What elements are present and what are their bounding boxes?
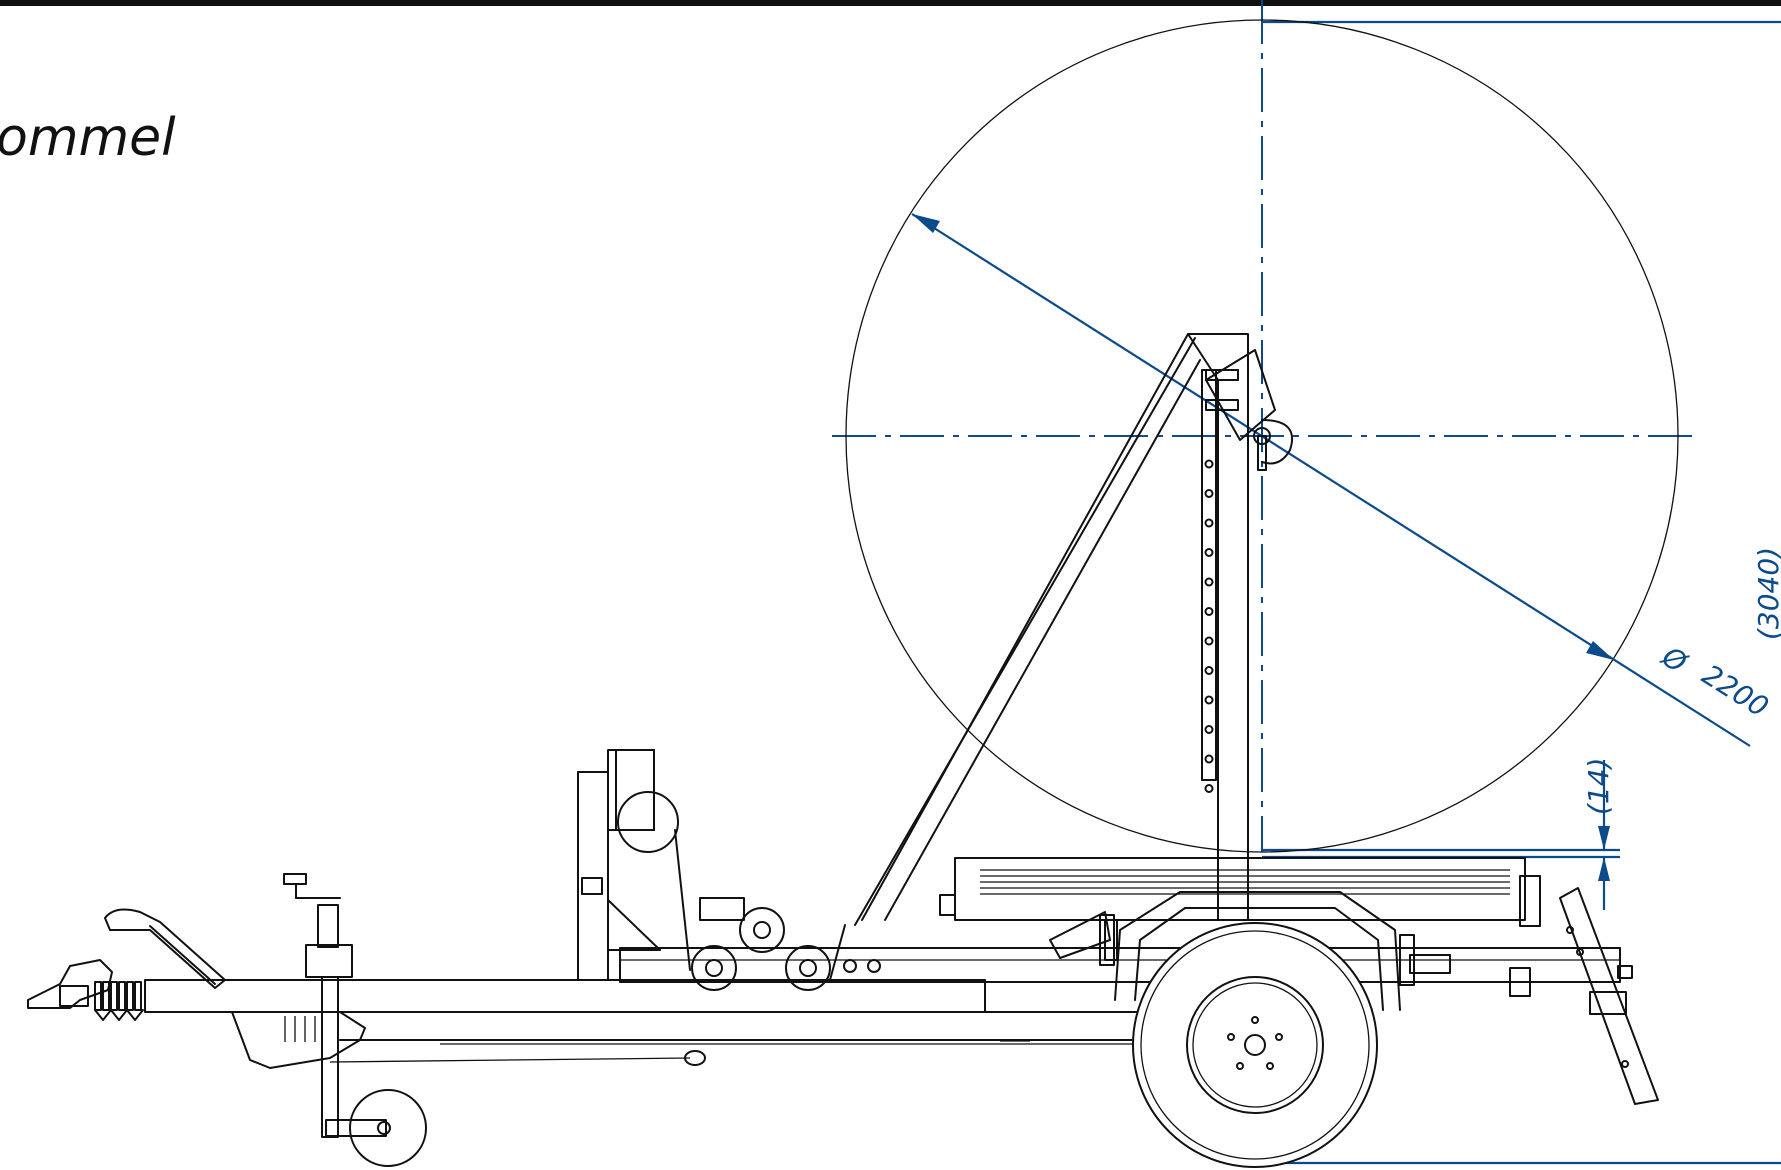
height-dimension: (3040)	[1752, 547, 1781, 640]
mast-peg-holes	[1204, 459, 1214, 793]
jockey-wheel	[283, 873, 427, 1167]
peg-hole	[1204, 784, 1214, 793]
peg-hole	[1204, 607, 1214, 616]
peg-hole	[1204, 695, 1214, 705]
winch-frame	[577, 749, 691, 981]
peg-hole	[1204, 754, 1214, 764]
brake-assembly	[231, 1011, 366, 1069]
peg-hole	[1204, 518, 1214, 528]
diameter-symbol: Ø	[1655, 639, 1693, 680]
mast	[1187, 333, 1293, 921]
diameter-dimension: Ø 2200	[911, 213, 1774, 747]
drawing-title: ommel	[0, 108, 176, 168]
drum-circle	[845, 19, 1679, 853]
peg-hole	[1204, 489, 1214, 498]
peg-hole	[1204, 577, 1214, 587]
bed-support	[1049, 911, 1451, 974]
clearance-value: (14)	[1582, 758, 1615, 815]
peg-hole	[1204, 725, 1214, 734]
tow-coupling	[27, 959, 144, 1021]
rear-stand	[1509, 887, 1659, 1105]
diameter-value: 2200	[1696, 658, 1774, 724]
peg-hole	[1204, 636, 1214, 646]
top-border	[0, 0, 1781, 6]
brake-cable	[329, 1040, 1030, 1066]
handbrake-lever	[104, 908, 226, 989]
peg-hole	[1204, 666, 1214, 675]
diagonal-strut	[854, 333, 1201, 926]
main-wheel	[1132, 922, 1378, 1168]
mudguard-frame	[1099, 891, 1415, 1011]
roller-set	[691, 897, 881, 991]
peg-hole	[1204, 548, 1214, 557]
peg-hole	[1204, 459, 1214, 469]
loading-bed	[939, 857, 1541, 927]
clearance-dimension: (14)	[1582, 758, 1615, 910]
